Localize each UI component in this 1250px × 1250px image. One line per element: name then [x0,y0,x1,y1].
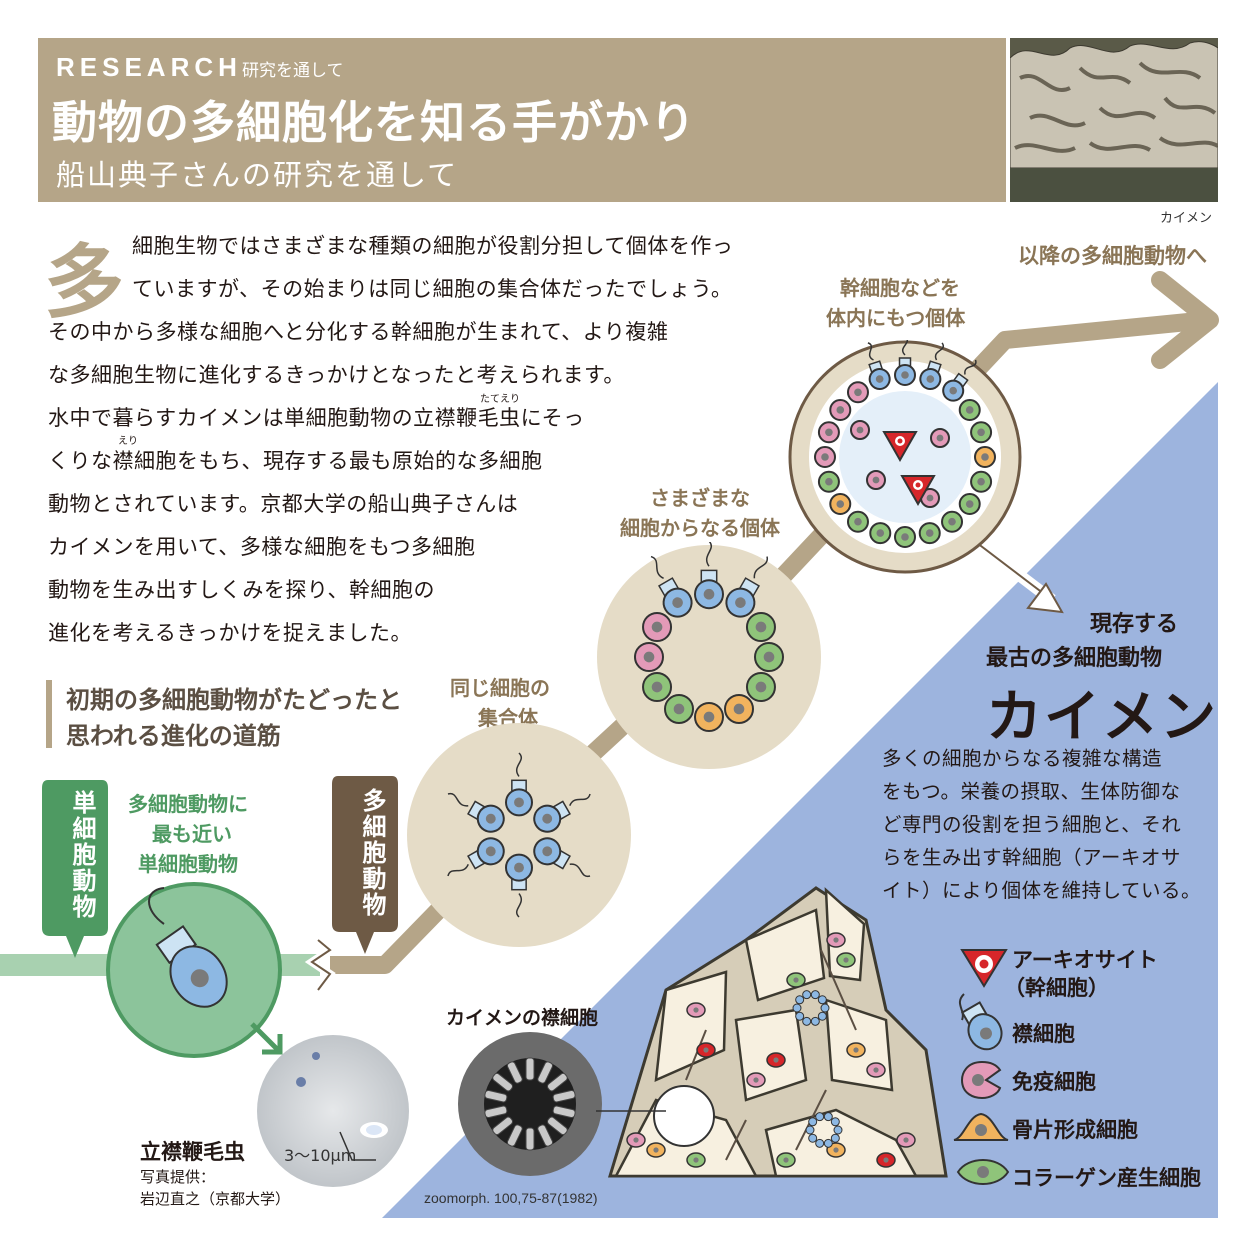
sponge-desc: をもつ。栄養の摂取、生体防御な [882,780,1181,803]
stage3-circle [788,340,1022,574]
archeocyte-icon [960,949,1008,988]
intro-line: 進化を考えるきっかけを捉えました。 [48,621,413,645]
photo-credit: 岩辺直之（京都大学） [140,1190,291,1208]
connector-line [596,1110,666,1112]
closest-label: 最も近い [152,822,232,846]
scale-label: 3〜10μm [284,1146,357,1165]
intro-line: くりな襟細胞をもち、現存する最も原始的な多細胞 [48,449,543,473]
later-label: 以降の多細胞動物へ [1018,244,1207,268]
intro-line: カイメンを用いて、多様な細胞をもつ多細胞 [48,535,476,559]
immune-cell-icon [960,1060,1002,1100]
choanocyte-icon [959,993,1003,1051]
research-sub-label: 研究を通して [242,61,344,81]
header-banner: RESEARCH 研究を通して 動物の多細胞化を知る手がかり 船山典子さんの研究… [38,38,1006,202]
legend-label: 骨片形成細胞 [1012,1118,1138,1142]
sclerocyte-icon [953,1112,1009,1141]
stage1-label: 同じ細胞の [450,676,550,700]
stage2-label: 細胞からなる個体 [620,516,780,540]
stage2-circle [597,542,821,769]
legend-label: 免疫細胞 [1012,1070,1096,1094]
stage1-circle [407,723,631,947]
sponge-heading: 最古の多細胞動物 [986,646,1163,671]
ruby-text: えり [118,436,138,447]
section-bar [46,680,52,748]
collar-cell-caption: カイメンの襟細胞 [446,1007,599,1029]
dropcap: 多 [44,236,124,329]
intro-line: 水中で暮らすカイメンは単細胞動物の立襟鞭毛虫にそっ [48,406,585,430]
choanoflagellate-circle [106,882,282,1058]
sponge-desc: 多くの細胞からなる複雑な構造 [882,747,1163,770]
legend-label: （幹細胞） [1004,976,1109,1000]
research-label: RESEARCH [56,52,242,82]
multicellular-tag: 多細胞動物 [358,788,386,918]
legend-label: コラーゲン産生細胞 [1012,1166,1201,1190]
page-subtitle: 船山典子さんの研究を通して [56,158,459,192]
intro-line: 動物を生み出すしくみを探り、幹細胞の [48,578,435,602]
intro-line: 動物とされています。京都大学の船山典子さんは [48,492,519,516]
sponge-desc: ど専門の役割を担う細胞と、それ [882,813,1182,836]
unicellular-tag-shape [42,780,108,958]
intro-line: その中から多様な細胞へと分化する幹細胞が生まれて、より複雑 [48,320,669,344]
species-name: 立襟鞭毛虫 [140,1140,245,1164]
stage2-label: さまざまな [650,486,750,510]
citation: zoomorph. 100,75-87(1982) [424,1190,598,1206]
sponge-name: カイメン [986,685,1218,750]
choanoflagellate-photo [257,1035,409,1187]
collagen-cell-icon [956,1159,1010,1185]
legend-label: 襟細胞 [1012,1022,1075,1046]
intro-line: な多細胞生物に進化するきっかけとなったと考えられます。 [48,363,625,387]
ruby-text: たてえり [480,394,520,405]
sponge-photo [1010,38,1218,202]
closest-label: 単細胞動物 [138,852,238,876]
intro-line: 細胞生物ではさまざまな種類の細胞が役割分担して個体を作っ [132,234,734,258]
stage3-label: 幹細胞などを [840,276,960,300]
page-title: 動物の多細胞化を知る手がかり [52,96,697,149]
sponge-heading: 現存する [1090,612,1179,637]
stage3-label: 体内にもつ個体 [826,306,966,330]
photo-caption: カイメン [1160,211,1213,226]
sponge-desc: らを生み出す幹細胞（アーキオサ [882,846,1181,869]
photo-credit: 写真提供： [140,1168,216,1186]
sponge-structure-illustration [607,886,948,1178]
sponge-desc: イト）により個体を維持している。 [882,879,1202,902]
legend-label: アーキオサイト [1012,948,1158,972]
closest-label: 多細胞動物に [128,792,248,816]
section-heading: 初期の多細胞動物がたどったと [66,686,402,714]
section-heading: 思われる進化の道筋 [66,722,281,750]
collar-cell-photo [458,1032,602,1176]
multicellular-tag-shape [332,776,398,954]
arrow-icon [250,1022,283,1055]
unicellular-tag: 単細胞動物 [68,790,96,920]
intro-line: ていますが、その始まりは同じ細胞の集合体だったでしょう。 [132,277,733,301]
